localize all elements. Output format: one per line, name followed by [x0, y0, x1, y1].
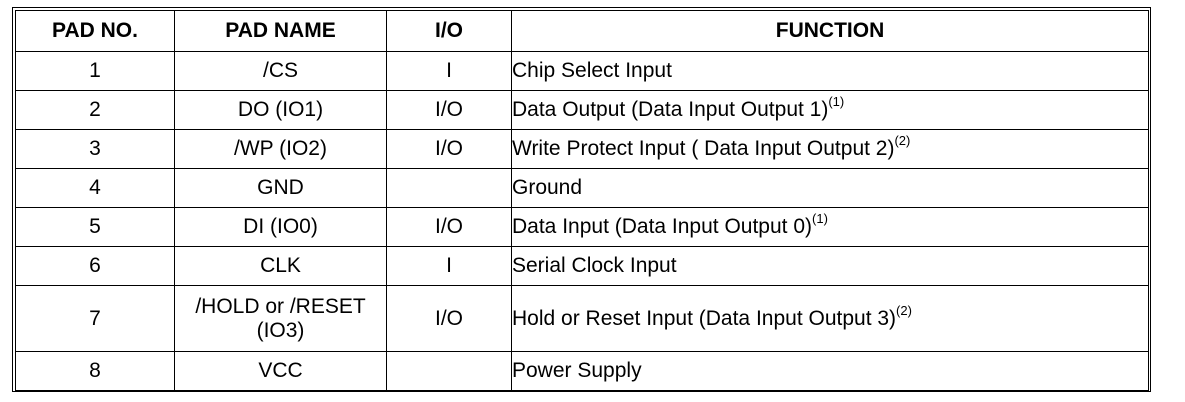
- table-outer-frame: [12, 7, 1151, 392]
- header-pad-no: PAD NO.: [15, 10, 175, 52]
- cell-io: I: [386, 246, 512, 286]
- cell-pad-no: 2: [15, 90, 175, 130]
- cell-pad-name: CLK: [174, 246, 387, 286]
- function-text: Write Protect Input ( Data Input Output …: [512, 137, 895, 160]
- cell-pad-no: 3: [15, 129, 175, 169]
- cell-io: I/O: [386, 285, 512, 352]
- cell-pad-name: /WP (IO2): [174, 129, 387, 169]
- function-text: Power Supply: [512, 359, 642, 382]
- cell-io: [386, 168, 512, 208]
- cell-function: Data Output (Data Input Output 1)(1): [511, 90, 1149, 130]
- cell-io: I/O: [386, 207, 512, 247]
- table-row: 8 VCC Power Supply: [15, 351, 1149, 391]
- function-text: Chip Select Input: [512, 59, 672, 82]
- cell-io: I/O: [386, 129, 512, 169]
- table-row: 1 /CS I Chip Select Input: [15, 51, 1149, 91]
- header-pad-name: PAD NAME: [174, 10, 387, 52]
- cell-pad-name: /HOLD or /RESET(IO3): [174, 285, 387, 352]
- cell-pad-name: GND: [174, 168, 387, 208]
- function-text: Ground: [512, 176, 583, 199]
- pad-name-line-2: (IO3): [256, 318, 305, 342]
- cell-function: Chip Select Input: [511, 51, 1149, 91]
- cell-function: Ground: [511, 168, 1149, 208]
- cell-pad-no: 6: [15, 246, 175, 286]
- table-row: 3 /WP (IO2) I/O Write Protect Input ( Da…: [15, 129, 1149, 169]
- cell-pad-name: DI (IO0): [174, 207, 387, 247]
- table-row: 6 CLK I Serial Clock Input: [15, 246, 1149, 286]
- cell-pad-no: 8: [15, 351, 175, 391]
- cell-io: I: [386, 51, 512, 91]
- cell-pad-no: 4: [15, 168, 175, 208]
- table-row: 4 GND Ground: [15, 168, 1149, 208]
- table-header-row: PAD NO. PAD NAME I/O FUNCTION: [15, 10, 1149, 52]
- table-row: 5 DI (IO0) I/O Data Input (Data Input Ou…: [15, 207, 1149, 247]
- footnote-marker: (1): [812, 211, 828, 226]
- cell-pad-name: VCC: [174, 351, 387, 391]
- header-function: FUNCTION: [511, 10, 1149, 52]
- function-text: Hold or Reset Input (Data Input Output 3…: [512, 306, 897, 330]
- cell-io: I/O: [386, 90, 512, 130]
- table-row: 2 DO (IO1) I/O Data Output (Data Input O…: [15, 90, 1149, 130]
- header-io: I/O: [386, 10, 512, 52]
- cell-pad-name: DO (IO1): [174, 90, 387, 130]
- footnote-marker: (1): [828, 94, 845, 109]
- footnote-marker: (2): [894, 133, 911, 148]
- cell-pad-no: 7: [15, 285, 175, 352]
- cell-pad-name: /CS: [174, 51, 387, 91]
- cell-io: [386, 351, 512, 391]
- cell-pad-no: 5: [15, 207, 175, 247]
- cell-function: Write Protect Input ( Data Input Output …: [511, 129, 1149, 169]
- function-text: Serial Clock Input: [512, 254, 677, 277]
- cell-pad-no: 1: [15, 51, 175, 91]
- cell-function: Serial Clock Input: [511, 246, 1149, 286]
- function-text: Data Input (Data Input Output 0): [512, 215, 813, 238]
- cell-function: Power Supply: [511, 351, 1149, 391]
- cell-function: Hold or Reset Input (Data Input Output 3…: [511, 285, 1149, 352]
- pad-name-line-1: /HOLD or /RESET: [195, 294, 366, 318]
- table-row: 7 /HOLD or /RESET(IO3) I/O Hold or Reset…: [15, 285, 1149, 352]
- pad-description-table: PAD NO. PAD NAME I/O FUNCTION 1 /CS I Ch…: [15, 10, 1149, 391]
- footnote-marker: (2): [896, 302, 912, 318]
- function-text: Data Output (Data Input Output 1): [512, 98, 829, 121]
- cell-function: Data Input (Data Input Output 0)(1): [511, 207, 1149, 247]
